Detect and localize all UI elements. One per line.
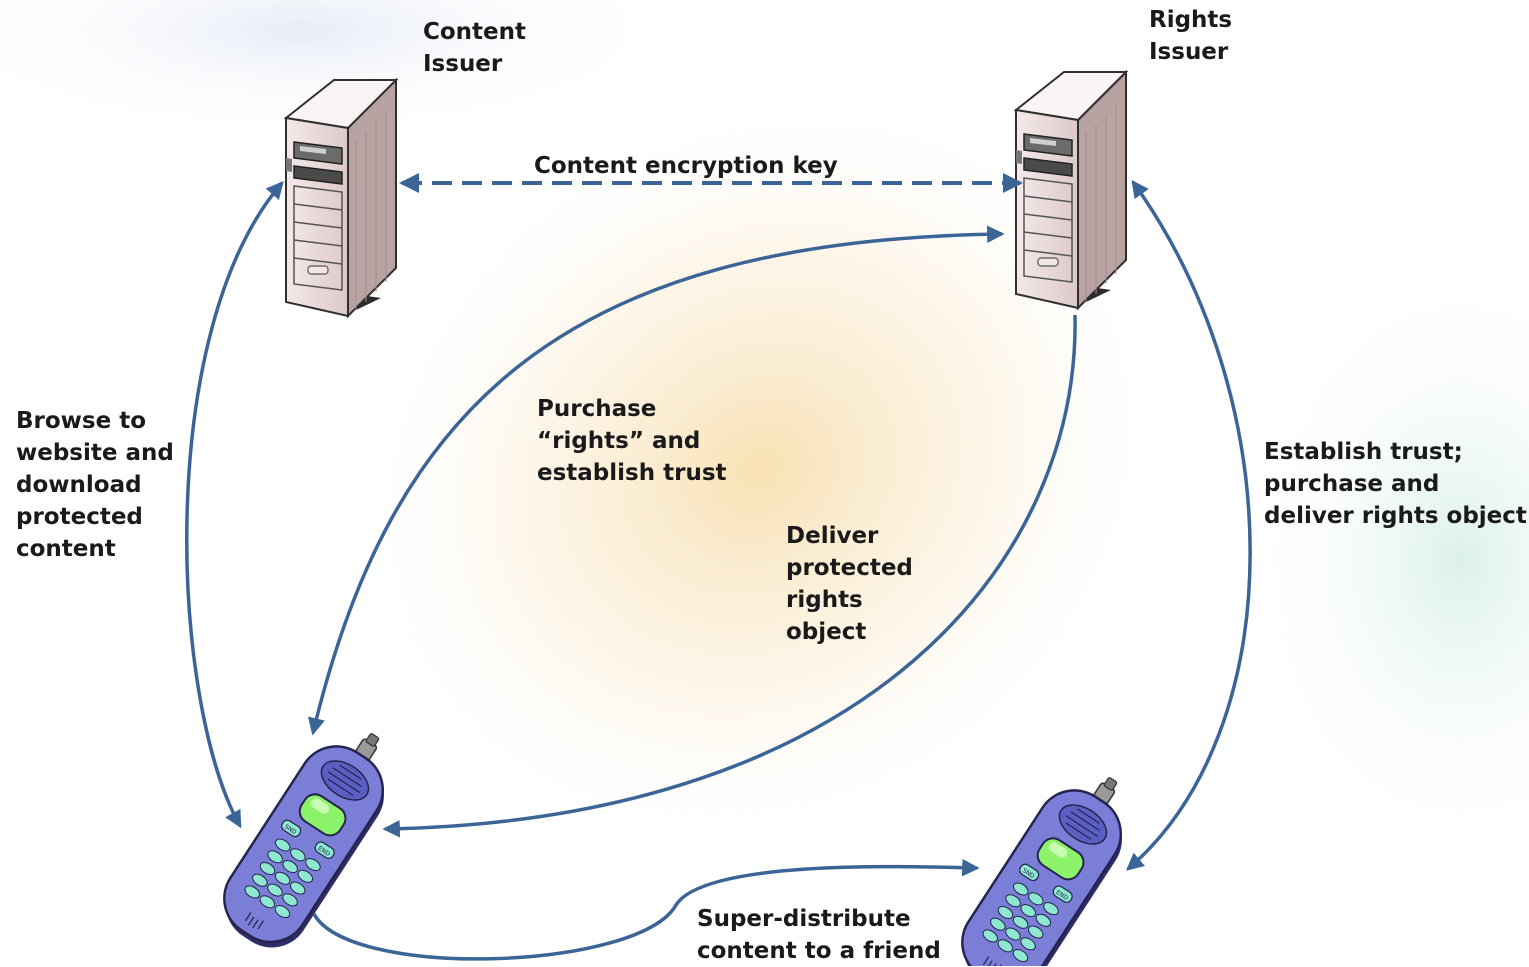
content-encryption-key-label: Content encryption key xyxy=(534,153,838,179)
establish-trust-arrow xyxy=(1126,179,1252,871)
purchase-rights-label: Purchase “rights” and establish trust xyxy=(537,396,727,486)
super-distribute-arrow xyxy=(312,858,980,961)
content-issuer-server-icon xyxy=(285,79,397,317)
establish-trust-label: Establish trust; purchase and deliver ri… xyxy=(1264,439,1527,529)
content-issuer-label: Content Issuer xyxy=(423,19,527,77)
background-glow xyxy=(0,0,680,140)
browse-download-label: Browse to website and download protected… xyxy=(16,408,174,562)
browse-download-arrow xyxy=(185,181,284,829)
rights-issuer-label: Rights Issuer xyxy=(1149,7,1233,65)
device-1-phone-icon xyxy=(206,710,416,964)
super-distribute-label: Super-distribute content to a friend xyxy=(697,906,941,964)
background-glow xyxy=(1240,260,1529,860)
purchase-rights-arrow xyxy=(307,225,1005,736)
deliver-rights-object-arrow xyxy=(382,314,1077,838)
device-2-phone-icon xyxy=(944,754,1154,966)
rights-issuer-server-icon xyxy=(1015,71,1127,309)
deliver-rights-object-label: Deliver protected rights object xyxy=(786,523,913,645)
